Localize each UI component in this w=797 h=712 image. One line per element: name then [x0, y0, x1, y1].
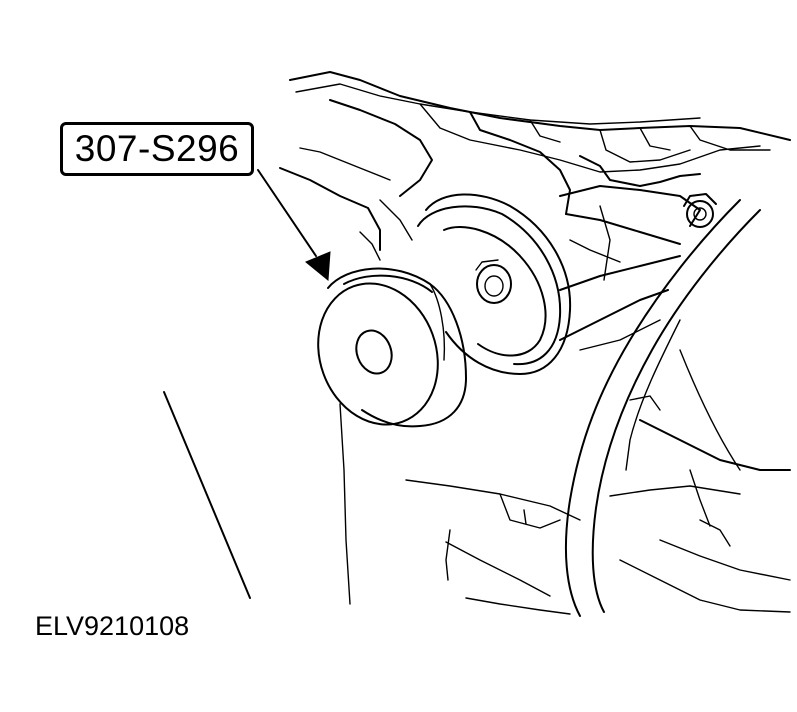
figure-id-label: ELV9210108	[35, 611, 190, 641]
mount-bracket	[559, 185, 717, 351]
tool-number-label: 307-S296	[60, 122, 254, 176]
housing-edge-line	[163, 391, 251, 599]
pulley-assembly	[417, 193, 572, 375]
transmission-housing	[279, 71, 791, 261]
bellhousing	[564, 199, 791, 617]
lower-housing	[339, 403, 581, 615]
callout-leader-arrow	[257, 169, 331, 281]
special-tool	[317, 267, 467, 428]
